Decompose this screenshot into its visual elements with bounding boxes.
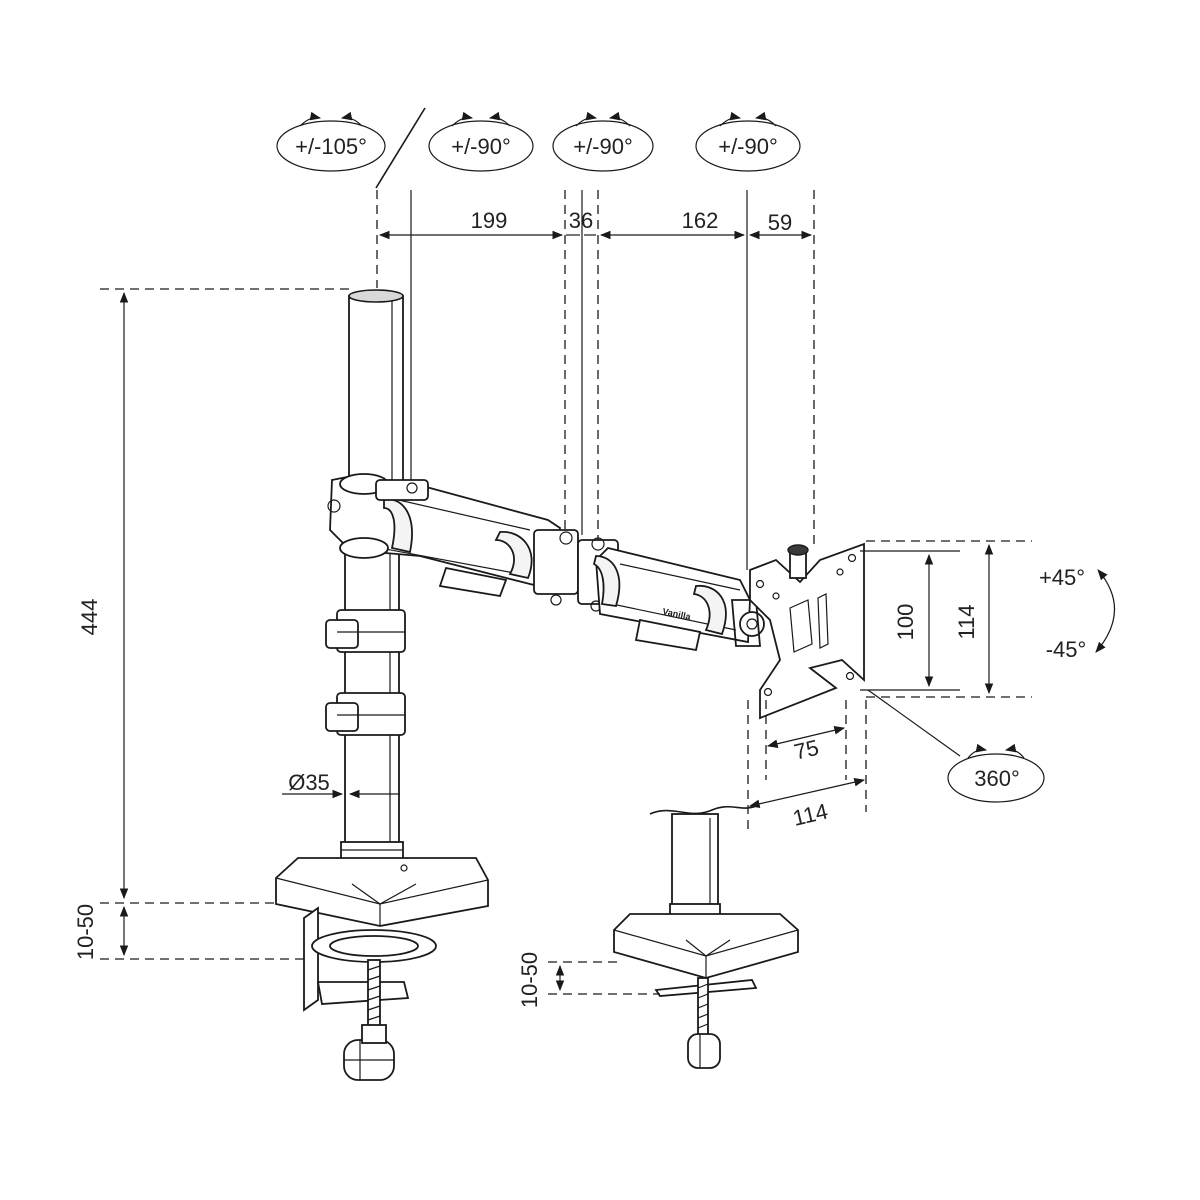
- pole-rotation-badge: +/-105°: [276, 111, 386, 172]
- rotate-360-badge: 360°: [867, 689, 1045, 803]
- separator-slash: [375, 107, 426, 189]
- tilt-down-label: -45°: [1046, 637, 1087, 662]
- right-clamp-range-dimension: 10-50: [517, 952, 660, 1008]
- left-clamp-range-dimension: 10-50: [73, 902, 325, 960]
- pole-height-label: 444: [77, 599, 102, 636]
- arm-segment-1: [327, 473, 561, 598]
- right-clamp-range-label: 10-50: [517, 952, 542, 1008]
- tilt-indicator: +45° -45°: [1039, 565, 1116, 662]
- pole-rotation-label: +/-105°: [295, 134, 367, 159]
- vesa-small-width-label: 75: [792, 735, 821, 765]
- vesa-plate: [749, 542, 865, 720]
- joint2-rotation-label: +/-90°: [573, 134, 633, 159]
- joint3-rotation-label: +/-90°: [718, 134, 778, 159]
- arm-segment-2: Vanilla: [592, 547, 751, 652]
- cable-clip-upper: [325, 609, 406, 653]
- left-clamp-range-label: 10-50: [73, 904, 98, 960]
- vesa-large-width-label: 114: [790, 799, 830, 831]
- left-clamp: [303, 906, 437, 1081]
- pole-diameter-label: Ø35: [288, 770, 330, 795]
- joint3-rotation-badge: +/-90°: [695, 111, 801, 172]
- joint1-rotation-badge: +/-90°: [428, 111, 534, 172]
- vesa-height-dimensions: 100 114: [860, 540, 1032, 698]
- tilt-knuckle: [731, 599, 765, 647]
- arm1-length-label: 199: [471, 208, 508, 233]
- pole-height-dimension: 444: [77, 288, 352, 900]
- arm2-length-label: 162: [682, 208, 719, 233]
- left-desk-base: [275, 857, 489, 927]
- main-pole: [344, 289, 404, 871]
- tilt-up-label: +45°: [1039, 565, 1085, 590]
- head-length-label: 59: [768, 210, 792, 235]
- top-dimension-chain: 199 36 162 59: [376, 190, 815, 570]
- pole-diameter-dimension: Ø35: [282, 770, 400, 799]
- joint2-rotation-badge: +/-90°: [552, 111, 654, 172]
- joint1-rotation-label: +/-90°: [451, 134, 511, 159]
- joint-gap-label: 36: [569, 208, 593, 233]
- vesa-large-height-label: 114: [954, 604, 979, 639]
- vesa-width-dimensions: 75 114: [747, 700, 867, 835]
- rotate-360-label: 360°: [974, 766, 1020, 791]
- grommet-base-variant: [613, 805, 799, 1069]
- vesa-small-height-label: 100: [893, 604, 918, 641]
- cable-clip-lower: [325, 692, 406, 736]
